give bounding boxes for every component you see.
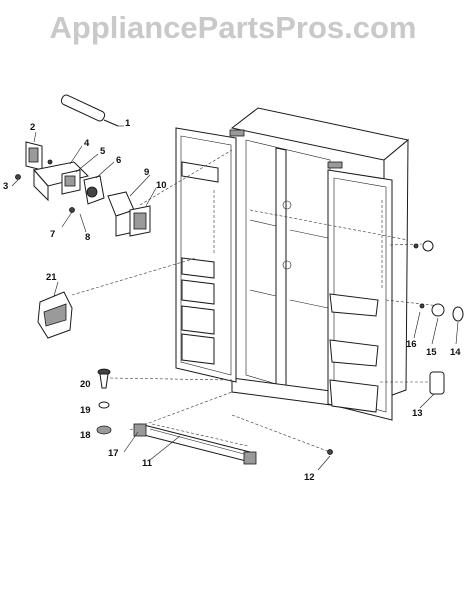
callout-15: 15 (426, 347, 437, 358)
callout-18: 18 (80, 430, 91, 441)
callout-17: 17 (108, 448, 119, 459)
callout-5: 5 (100, 146, 106, 157)
right-side-parts (327, 240, 464, 455)
hinge-and-control-parts (15, 94, 151, 237)
callout-20: 20 (80, 379, 91, 390)
parts-18-19-20-stack (96, 368, 112, 435)
part-11-bottom-grille (133, 423, 257, 465)
part-2-bracket (25, 141, 43, 171)
freezer-door-bins (181, 161, 219, 365)
control-housing-assembly (33, 161, 105, 205)
callout-leaders (11, 125, 459, 471)
callout-numbers: 1 2 3 4 5 6 7 8 9 10 11 12 13 14 15 16 1… (3, 118, 461, 483)
callout-9: 9 (144, 167, 149, 178)
leader-lines (71, 149, 441, 453)
watermark-text: AppliancePartsPros.com (50, 10, 417, 45)
callout-10: 10 (156, 180, 167, 191)
callout-11: 11 (142, 458, 153, 469)
callout-19: 19 (80, 405, 91, 416)
callout-1: 1 (125, 118, 131, 129)
fresh-food-door (327, 161, 393, 421)
callout-4: 4 (84, 138, 90, 149)
callout-21: 21 (46, 272, 57, 283)
part-10-gasket-plate (129, 205, 151, 237)
callout-7: 7 (50, 229, 55, 240)
fresh-food-door-bins (329, 293, 379, 413)
callout-2: 2 (30, 122, 35, 133)
callout-16: 16 (406, 339, 417, 350)
part-21-bracket (37, 291, 73, 339)
callout-12: 12 (304, 472, 315, 483)
callout-8: 8 (85, 232, 90, 243)
part-1-rod (60, 94, 119, 127)
callout-14: 14 (450, 347, 461, 358)
callout-3: 3 (3, 181, 8, 192)
freezer-door (175, 127, 245, 383)
callout-13: 13 (412, 408, 423, 419)
callout-6: 6 (116, 155, 121, 166)
